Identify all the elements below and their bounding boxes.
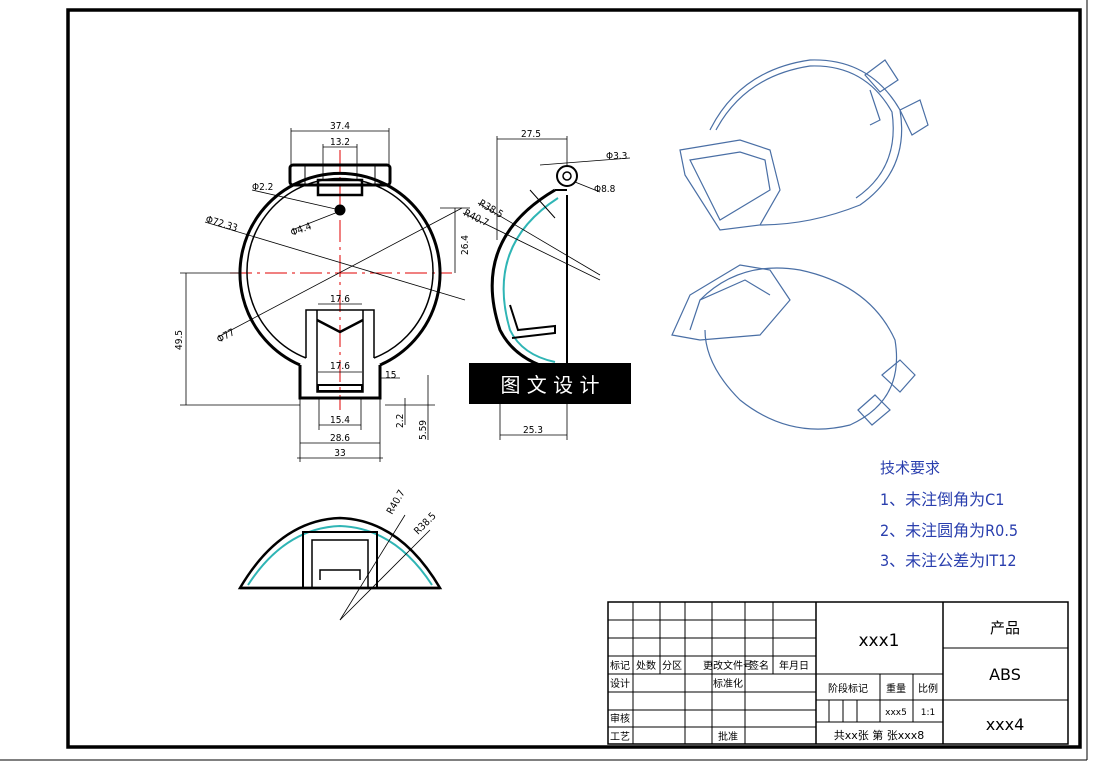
lbl-stage-mark: 阶段标记 xyxy=(828,682,868,695)
front-view xyxy=(230,150,452,410)
tech-item-3: 3、未注公差为IT12 xyxy=(880,551,1017,570)
lbl-process: 工艺 xyxy=(610,731,630,743)
dim-phi-2-2: Φ2.2 xyxy=(252,182,273,193)
dim-15: 15 xyxy=(385,370,396,381)
dim-37-4: 37.4 xyxy=(330,121,350,132)
dim-49-5: 49.5 xyxy=(174,330,185,350)
dim-phi-72-33: Φ72.33 xyxy=(204,214,239,234)
dim-25-3: 25.3 xyxy=(523,425,543,436)
lbl-approve: 批准 xyxy=(718,730,738,743)
product-label: 产品 xyxy=(990,619,1020,637)
side-view xyxy=(490,165,578,372)
hdr-date: 年月日 xyxy=(779,659,809,672)
hdr-count: 处数 xyxy=(636,659,656,672)
tech-requirements: 技术要求 1、未注倒角为C1 2、未注圆角为R0.5 3、未注公差为IT12 xyxy=(880,459,1018,570)
dim-bottom-r-40-7: R40.7 xyxy=(385,488,408,516)
dim-phi-77: Φ77 xyxy=(215,327,237,345)
scale-value: 1:1 xyxy=(921,708,935,718)
dim-2-2: 2.2 xyxy=(395,414,406,428)
dim-15-4: 15.4 xyxy=(330,415,350,426)
dim-5-59: 5.59 xyxy=(418,420,429,440)
drawing-number: xxx4 xyxy=(986,715,1025,734)
dim-phi-8-8: Φ8.8 xyxy=(594,184,616,195)
hdr-mark: 标记 xyxy=(610,660,630,672)
sheet-count: 共xx张 第 张xxx8 xyxy=(834,728,925,742)
lbl-standardize: 标准化 xyxy=(713,677,743,690)
dim-28-6: 28.6 xyxy=(330,433,350,444)
hdr-zone: 分区 xyxy=(662,660,682,672)
front-dimension-labels: 37.4 13.2 Φ2.2 Φ4.4 Φ72.33 Φ77 26.4 49.5… xyxy=(174,121,471,459)
hdr-change-doc: 更改文件号 xyxy=(703,659,753,672)
lbl-weight: 重量 xyxy=(886,682,906,695)
watermark: 图 文 设 计 xyxy=(469,363,631,404)
bottom-view xyxy=(237,514,443,621)
dim-17-6-bottom: 17.6 xyxy=(330,361,350,372)
dim-phi-4-4: Φ4.4 xyxy=(289,221,313,239)
title-block-text: 标记 处数 分区 更改文件号 签名 年月日 设计 标准化 审核 工艺 批准 阶段… xyxy=(610,619,1024,743)
hdr-sign: 签名 xyxy=(749,659,769,672)
material: ABS xyxy=(989,665,1021,684)
side-dimensions xyxy=(462,136,631,440)
dim-27-5: 27.5 xyxy=(521,129,541,140)
front-dimensions xyxy=(180,128,470,462)
dim-26-4: 26.4 xyxy=(460,235,471,255)
lbl-check: 审核 xyxy=(610,712,630,725)
tech-item-1: 1、未注倒角为C1 xyxy=(880,490,1004,509)
iso-view-bottom xyxy=(671,264,916,430)
tech-item-2: 2、未注圆角为R0.5 xyxy=(880,521,1018,540)
dim-17-6-top: 17.6 xyxy=(330,294,350,305)
bottom-dimension-labels: R40.7 R38.5 xyxy=(385,488,439,537)
dim-33: 33 xyxy=(334,448,345,459)
lbl-scale: 比例 xyxy=(918,682,938,695)
lbl-design: 设计 xyxy=(610,677,630,690)
front-centerlines xyxy=(230,150,452,410)
drawing-name: xxx1 xyxy=(859,631,900,651)
iso-view-top xyxy=(679,59,929,231)
title-block xyxy=(607,601,1069,745)
watermark-text: 图 文 设 计 xyxy=(500,373,599,397)
dim-bottom-r-38-5: R38.5 xyxy=(412,511,438,537)
dim-phi-3-3: Φ3.3 xyxy=(606,151,627,162)
tech-title: 技术要求 xyxy=(880,459,940,477)
dim-13-2: 13.2 xyxy=(330,137,350,148)
weight-value: xxx5 xyxy=(885,708,907,718)
